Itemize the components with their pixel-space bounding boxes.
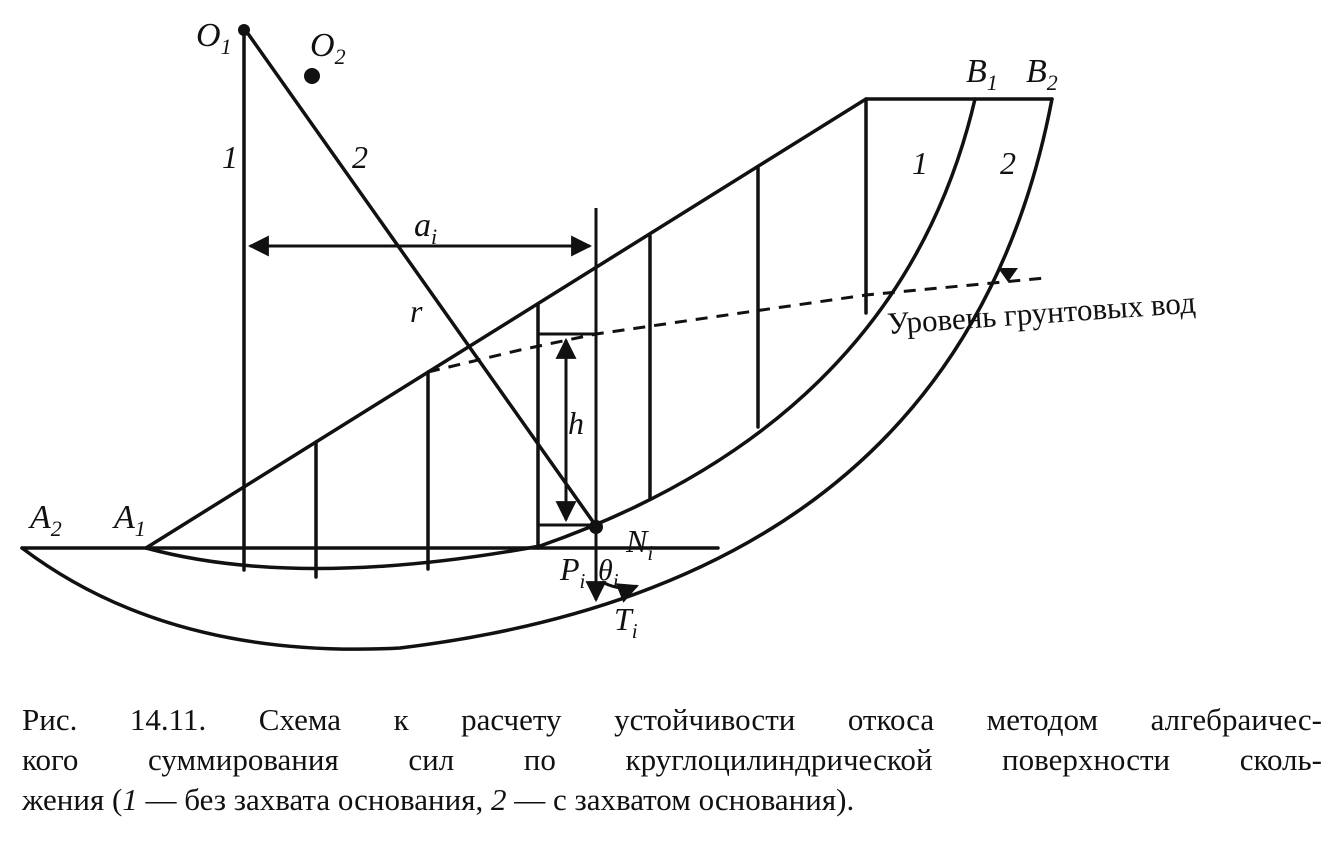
figure-caption: Рис. 14.11. Схема к расчету устойчивости… (22, 700, 1322, 820)
label-ai: ai (414, 207, 437, 249)
label-h: h (568, 405, 584, 441)
label-b1: B1 (966, 53, 998, 95)
center-o2-point (304, 68, 320, 84)
label-r: r (410, 293, 423, 329)
label-o2: O2 (310, 27, 346, 69)
label-a1: A1 (112, 499, 146, 541)
label-pi: Pi (559, 551, 586, 593)
water-level-triangle (998, 268, 1018, 282)
label-water-level: Уровень грунтовых вод (886, 284, 1197, 340)
caption-line: Рис. 14.11. Схема к расчету устойчивости… (22, 702, 1322, 737)
label-radius-2: 2 (352, 139, 368, 175)
label-o1: O1 (196, 17, 232, 59)
label-curve-1: 1 (912, 145, 928, 181)
caption-line: кого суммирования сил по круглоцилиндрич… (22, 742, 1322, 777)
label-a2: A2 (28, 499, 62, 541)
label-theta: θi (598, 554, 619, 593)
force-ti-arrow (601, 580, 639, 603)
label-ni: Ni (625, 523, 653, 565)
slope-stability-diagram: O1 O2 B1 B2 A2 A1 1 2 1 2 ai r h Ni Pi θ… (20, 17, 1197, 651)
radius-line-2 (242, 26, 598, 528)
groundwater-dashed-line (427, 276, 1046, 374)
label-b2: B2 (1026, 53, 1058, 95)
slice-base-point (589, 520, 603, 534)
label-ti: Ti (614, 601, 638, 643)
caption-line: жения (1 — без захвата основания, 2 — с … (22, 782, 855, 817)
label-radius-1: 1 (222, 139, 238, 175)
center-o1-point (238, 24, 250, 36)
label-curve-2: 2 (1000, 145, 1016, 181)
slip-circle-2 (20, 97, 1054, 651)
